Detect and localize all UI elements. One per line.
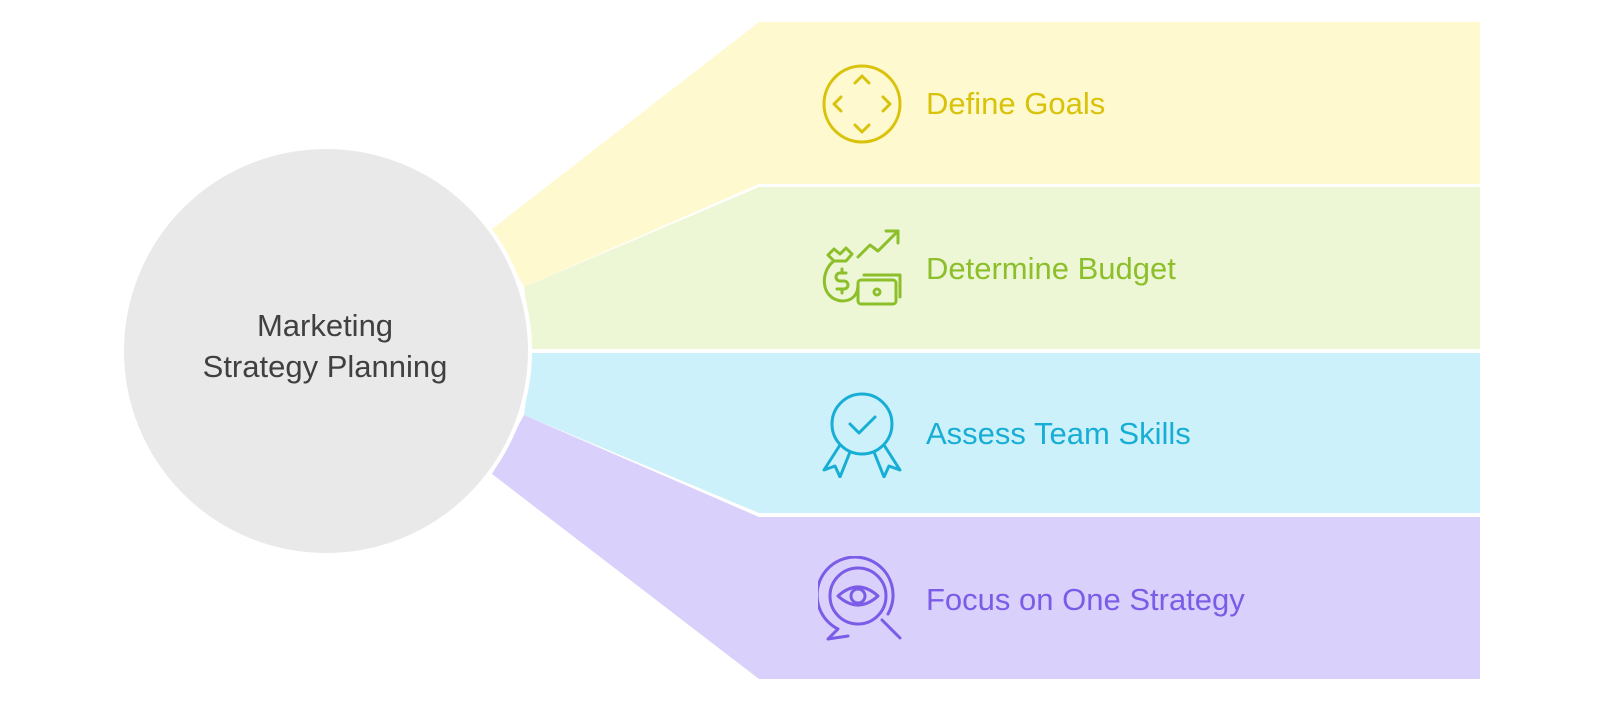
money-bag-growth-icon <box>818 225 906 313</box>
center-title-line-1: Marketing <box>256 308 394 343</box>
branch-band-define-goals <box>492 22 1480 287</box>
branch-label-define-goals: Define Goals <box>926 86 1106 121</box>
branch-band-determine-budget <box>524 187 1480 349</box>
center-title: Marketing Strategy Planning <box>122 305 528 387</box>
branch-band-focus-on-one-strategy <box>492 415 1480 679</box>
branch-label-assess-team-skills: Assess Team Skills <box>926 416 1191 451</box>
center-title-line-2: Strategy Planning <box>202 349 448 384</box>
branch-band-assess-team-skills <box>524 353 1480 513</box>
eye-search-icon <box>815 555 906 644</box>
award-badge-icon <box>818 390 906 479</box>
branch-label-focus-on-one-strategy: Focus on One Strategy <box>926 582 1245 617</box>
branch-label-determine-budget: Determine Budget <box>926 251 1176 286</box>
target-arrows-icon <box>818 60 906 148</box>
center-circle <box>120 145 532 557</box>
